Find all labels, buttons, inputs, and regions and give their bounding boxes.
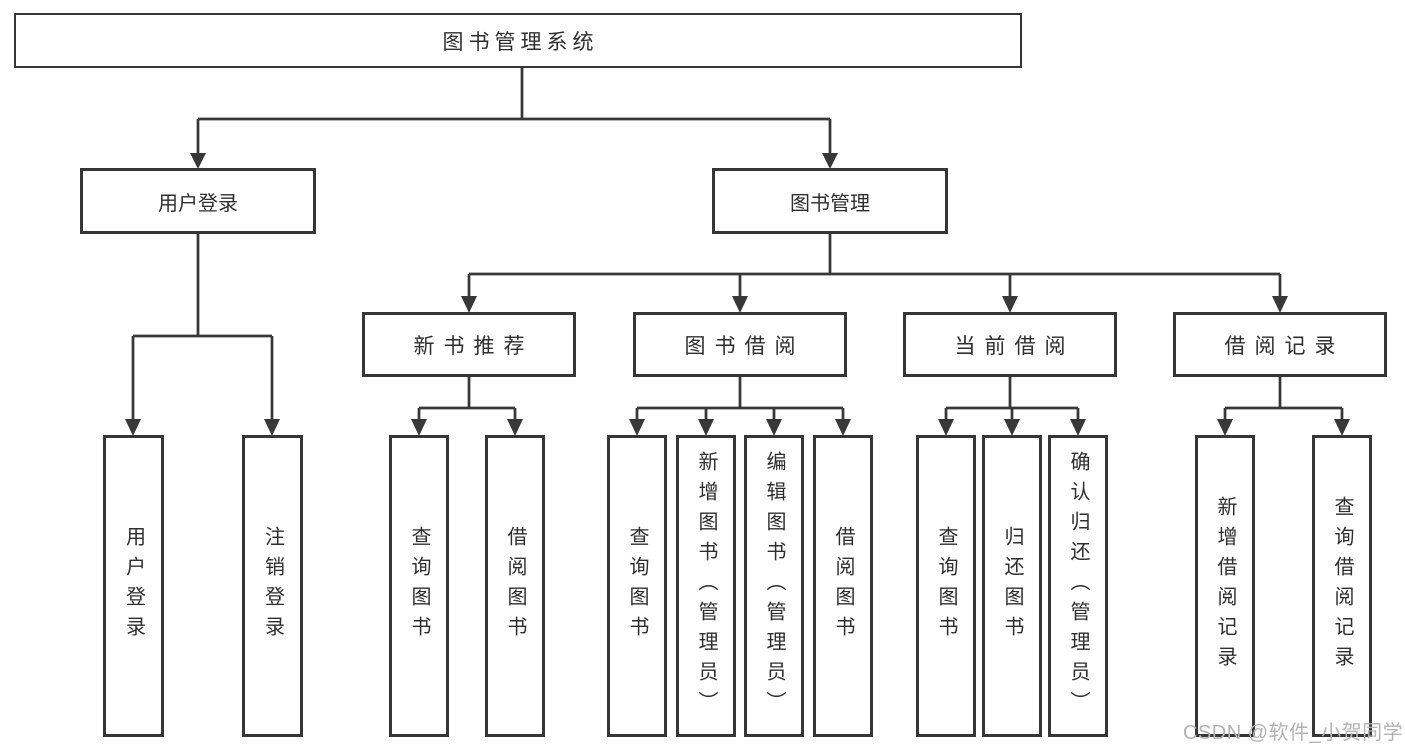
- arrowheads-login-leaves: [125, 419, 280, 436]
- node-label: 图书管理系统: [442, 30, 599, 54]
- node-label: 编辑图书（管理员）: [763, 451, 785, 721]
- connector-root-to-level2: [196, 67, 832, 156]
- node-label: 查询图书: [626, 526, 648, 646]
- leaf-borrow-books-recommend: 借阅图书: [485, 435, 545, 737]
- leaf-add-book-admin: 新增图书（管理员）: [676, 435, 736, 737]
- node-label: 查询图书: [408, 526, 430, 646]
- leaf-query-books-recommend: 查询图书: [389, 435, 449, 737]
- node-label: 用户登录: [122, 526, 145, 646]
- connector-currentborrow-to-leaves: [944, 377, 1080, 422]
- node-library-management-system: 图书管理系统: [14, 13, 1022, 68]
- node-label: 查询借阅记录: [1331, 496, 1353, 676]
- connector-bookborrow-to-leaves: [635, 377, 845, 422]
- connector-login-to-leaves: [131, 234, 274, 422]
- node-book-management: 图书管理: [712, 168, 948, 234]
- node-label: 查询图书: [935, 526, 957, 646]
- node-label: 确认归还（管理员）: [1067, 451, 1089, 721]
- node-label: 借阅图书: [832, 526, 854, 646]
- node-book-borrowing: 图书借阅: [633, 312, 847, 377]
- node-label: 归还图书: [1001, 526, 1023, 646]
- leaf-query-books-current: 查询图书: [916, 435, 976, 737]
- node-label: 新增图书（管理员）: [695, 451, 717, 721]
- node-label: 借阅记录: [1224, 334, 1345, 358]
- node-user-login: 用户登录: [80, 168, 316, 234]
- csdn-watermark: CSDN @软件_小贺同学: [1183, 722, 1404, 744]
- leaf-edit-book-admin: 编辑图书（管理员）: [744, 435, 804, 737]
- leaf-add-borrow-record: 新增借阅记录: [1195, 435, 1255, 737]
- node-label: 当前借阅: [954, 334, 1075, 358]
- node-label: 用户登录: [158, 192, 238, 215]
- leaf-borrow-books: 借阅图书: [813, 435, 873, 737]
- node-label: 图书借阅: [684, 334, 805, 358]
- connector-management-to-level3: [467, 234, 1282, 299]
- arrowheads-level3: [461, 296, 1288, 313]
- leaf-user-login: 用户登录: [103, 435, 164, 737]
- node-label: 新书推荐: [413, 334, 534, 358]
- leaf-return-book: 归还图书: [982, 435, 1042, 737]
- node-new-book-recommend: 新书推荐: [362, 312, 576, 377]
- leaf-query-borrow-record: 查询借阅记录: [1312, 435, 1372, 737]
- leaf-query-books-borrow: 查询图书: [607, 435, 667, 737]
- arrowheads-level2: [190, 153, 838, 169]
- leaf-confirm-return-admin: 确认归还（管理员）: [1048, 435, 1108, 737]
- arrowheads-leaf-row: [411, 419, 1350, 436]
- node-label: 借阅图书: [504, 526, 526, 646]
- connector-newbook-to-leaves: [417, 377, 517, 422]
- connector-record-to-leaves: [1223, 377, 1344, 422]
- node-label: 新增借阅记录: [1214, 496, 1236, 676]
- node-borrowing-records: 借阅记录: [1173, 312, 1387, 377]
- leaf-logout: 注销登录: [242, 435, 303, 737]
- node-label: 注销登录: [261, 526, 284, 646]
- node-current-borrowing: 当前借阅: [903, 312, 1117, 377]
- node-label: 图书管理: [790, 192, 870, 215]
